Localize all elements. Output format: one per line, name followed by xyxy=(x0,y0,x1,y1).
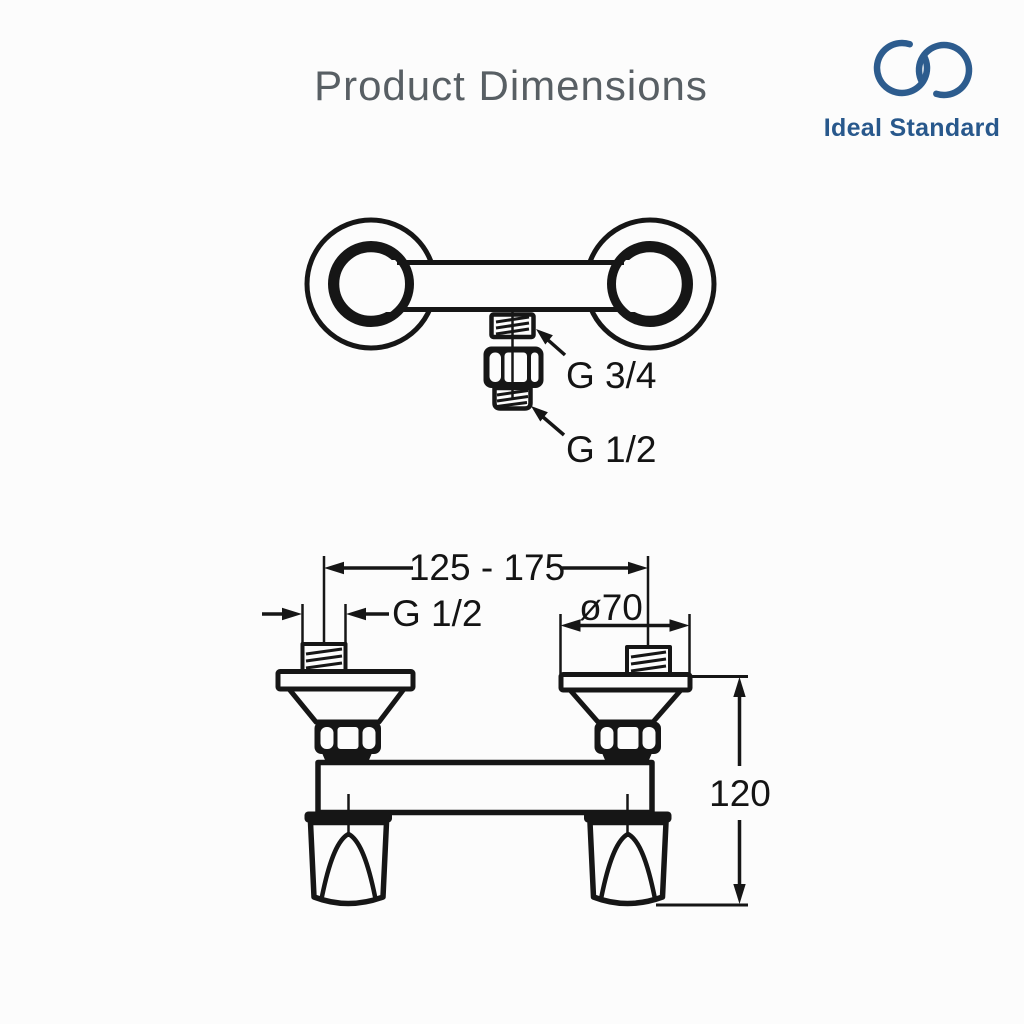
thread-hatch xyxy=(305,647,343,670)
logo-ring-left xyxy=(873,39,931,97)
front-view-diagram: 125 - 175 G 1/2 ø70 120 xyxy=(262,547,771,907)
dimension-arrowhead-icon xyxy=(669,619,690,632)
handle-body xyxy=(587,819,669,907)
label-escutcheon-diameter: ø70 xyxy=(579,587,643,628)
handle-body xyxy=(307,819,390,907)
ideal-standard-logo: Ideal Standard xyxy=(824,39,1000,142)
leader-g34: G 3/4 xyxy=(536,329,657,396)
leader-line xyxy=(541,415,566,437)
escutcheon-flange xyxy=(275,669,416,692)
left-eccentric-union xyxy=(275,642,416,764)
mixer-body-bar-fill xyxy=(371,260,650,312)
nut-center-facet xyxy=(504,352,527,382)
leader-arrowhead-icon xyxy=(531,406,548,422)
nut-left-facet xyxy=(489,352,501,382)
leader-g12: G 1/2 xyxy=(531,406,657,470)
dimension-arrowhead-icon xyxy=(324,561,344,575)
right-union-ring xyxy=(607,241,693,327)
label-body-height: 120 xyxy=(709,773,771,814)
dimension-arrowhead-icon xyxy=(628,561,648,575)
label-inlet-thread: G 1/2 xyxy=(392,593,483,634)
logo-ring-right xyxy=(915,41,973,99)
logo-brand-name: Ideal Standard xyxy=(824,114,1000,142)
right-handle xyxy=(584,794,672,907)
leader-arrowhead-icon xyxy=(536,329,553,345)
left-handle xyxy=(304,794,392,907)
leader-line xyxy=(546,338,567,357)
nut-right-facet xyxy=(531,352,539,382)
nut-left-facet xyxy=(600,727,614,749)
nut-right-facet xyxy=(642,727,656,749)
page-title: Product Dimensions xyxy=(314,62,708,109)
nut-center-facet xyxy=(617,727,639,749)
dimension-escutcheon-diameter: ø70 xyxy=(560,587,690,632)
dimension-center-distance: 125 - 175 xyxy=(324,547,648,588)
dimension-body-height: 120 xyxy=(656,675,771,907)
dimension-arrowhead-icon xyxy=(346,607,366,621)
nut-left-facet xyxy=(320,727,334,749)
dimension-arrowhead-icon xyxy=(733,677,746,697)
thread-hatch xyxy=(630,650,667,673)
escutcheon-cone xyxy=(567,687,684,725)
dimension-inlet-thread: G 1/2 xyxy=(262,593,483,634)
dimension-arrowhead-icon xyxy=(560,619,581,632)
dimension-arrowhead-icon xyxy=(282,607,302,621)
right-eccentric-union xyxy=(558,645,693,764)
top-view-diagram: G 3/4 G 1/2 xyxy=(304,217,717,470)
label-upper-thread: G 3/4 xyxy=(566,355,657,396)
mixer-body xyxy=(315,759,655,816)
label-lower-thread: G 1/2 xyxy=(566,429,657,470)
left-union-ring xyxy=(328,241,414,327)
interlocked-rings-icon xyxy=(873,39,973,99)
escutcheon-cone xyxy=(286,686,407,725)
nut-right-facet xyxy=(362,727,376,749)
dimension-arrowhead-icon xyxy=(733,884,746,904)
label-center-distance: 125 - 175 xyxy=(409,547,565,588)
nut-center-facet xyxy=(337,727,359,749)
outlet-union-nut xyxy=(483,346,544,388)
